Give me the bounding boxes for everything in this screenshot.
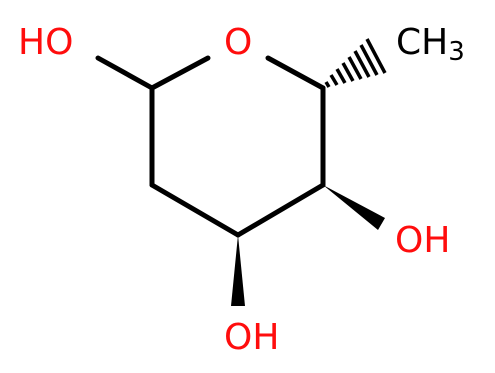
bond-o5-c5 bbox=[265, 55, 326, 91]
ho-anomeric-label: HO bbox=[18, 22, 73, 63]
single-bonds bbox=[95, 55, 326, 238]
solid-wedge-c4-oh bbox=[323, 185, 385, 230]
solid-wedge-c3-oh bbox=[231, 235, 245, 306]
methyl-subscript: 3 bbox=[448, 37, 465, 67]
ring-oxygen-label: O bbox=[224, 22, 252, 63]
methyl-main-text: CH bbox=[396, 22, 448, 63]
hashed-wedge-c5-methyl bbox=[324, 38, 387, 88]
bond-c1-oh bbox=[95, 55, 155, 91]
bond-c1-o5 bbox=[149, 55, 211, 91]
oh-c3-label: OH bbox=[224, 317, 279, 358]
methyl-label: CH3 bbox=[396, 22, 465, 67]
oh-c4-label: OH bbox=[395, 220, 450, 261]
bond-c3-c2 bbox=[149, 182, 241, 238]
bond-c4-c3 bbox=[235, 182, 326, 238]
